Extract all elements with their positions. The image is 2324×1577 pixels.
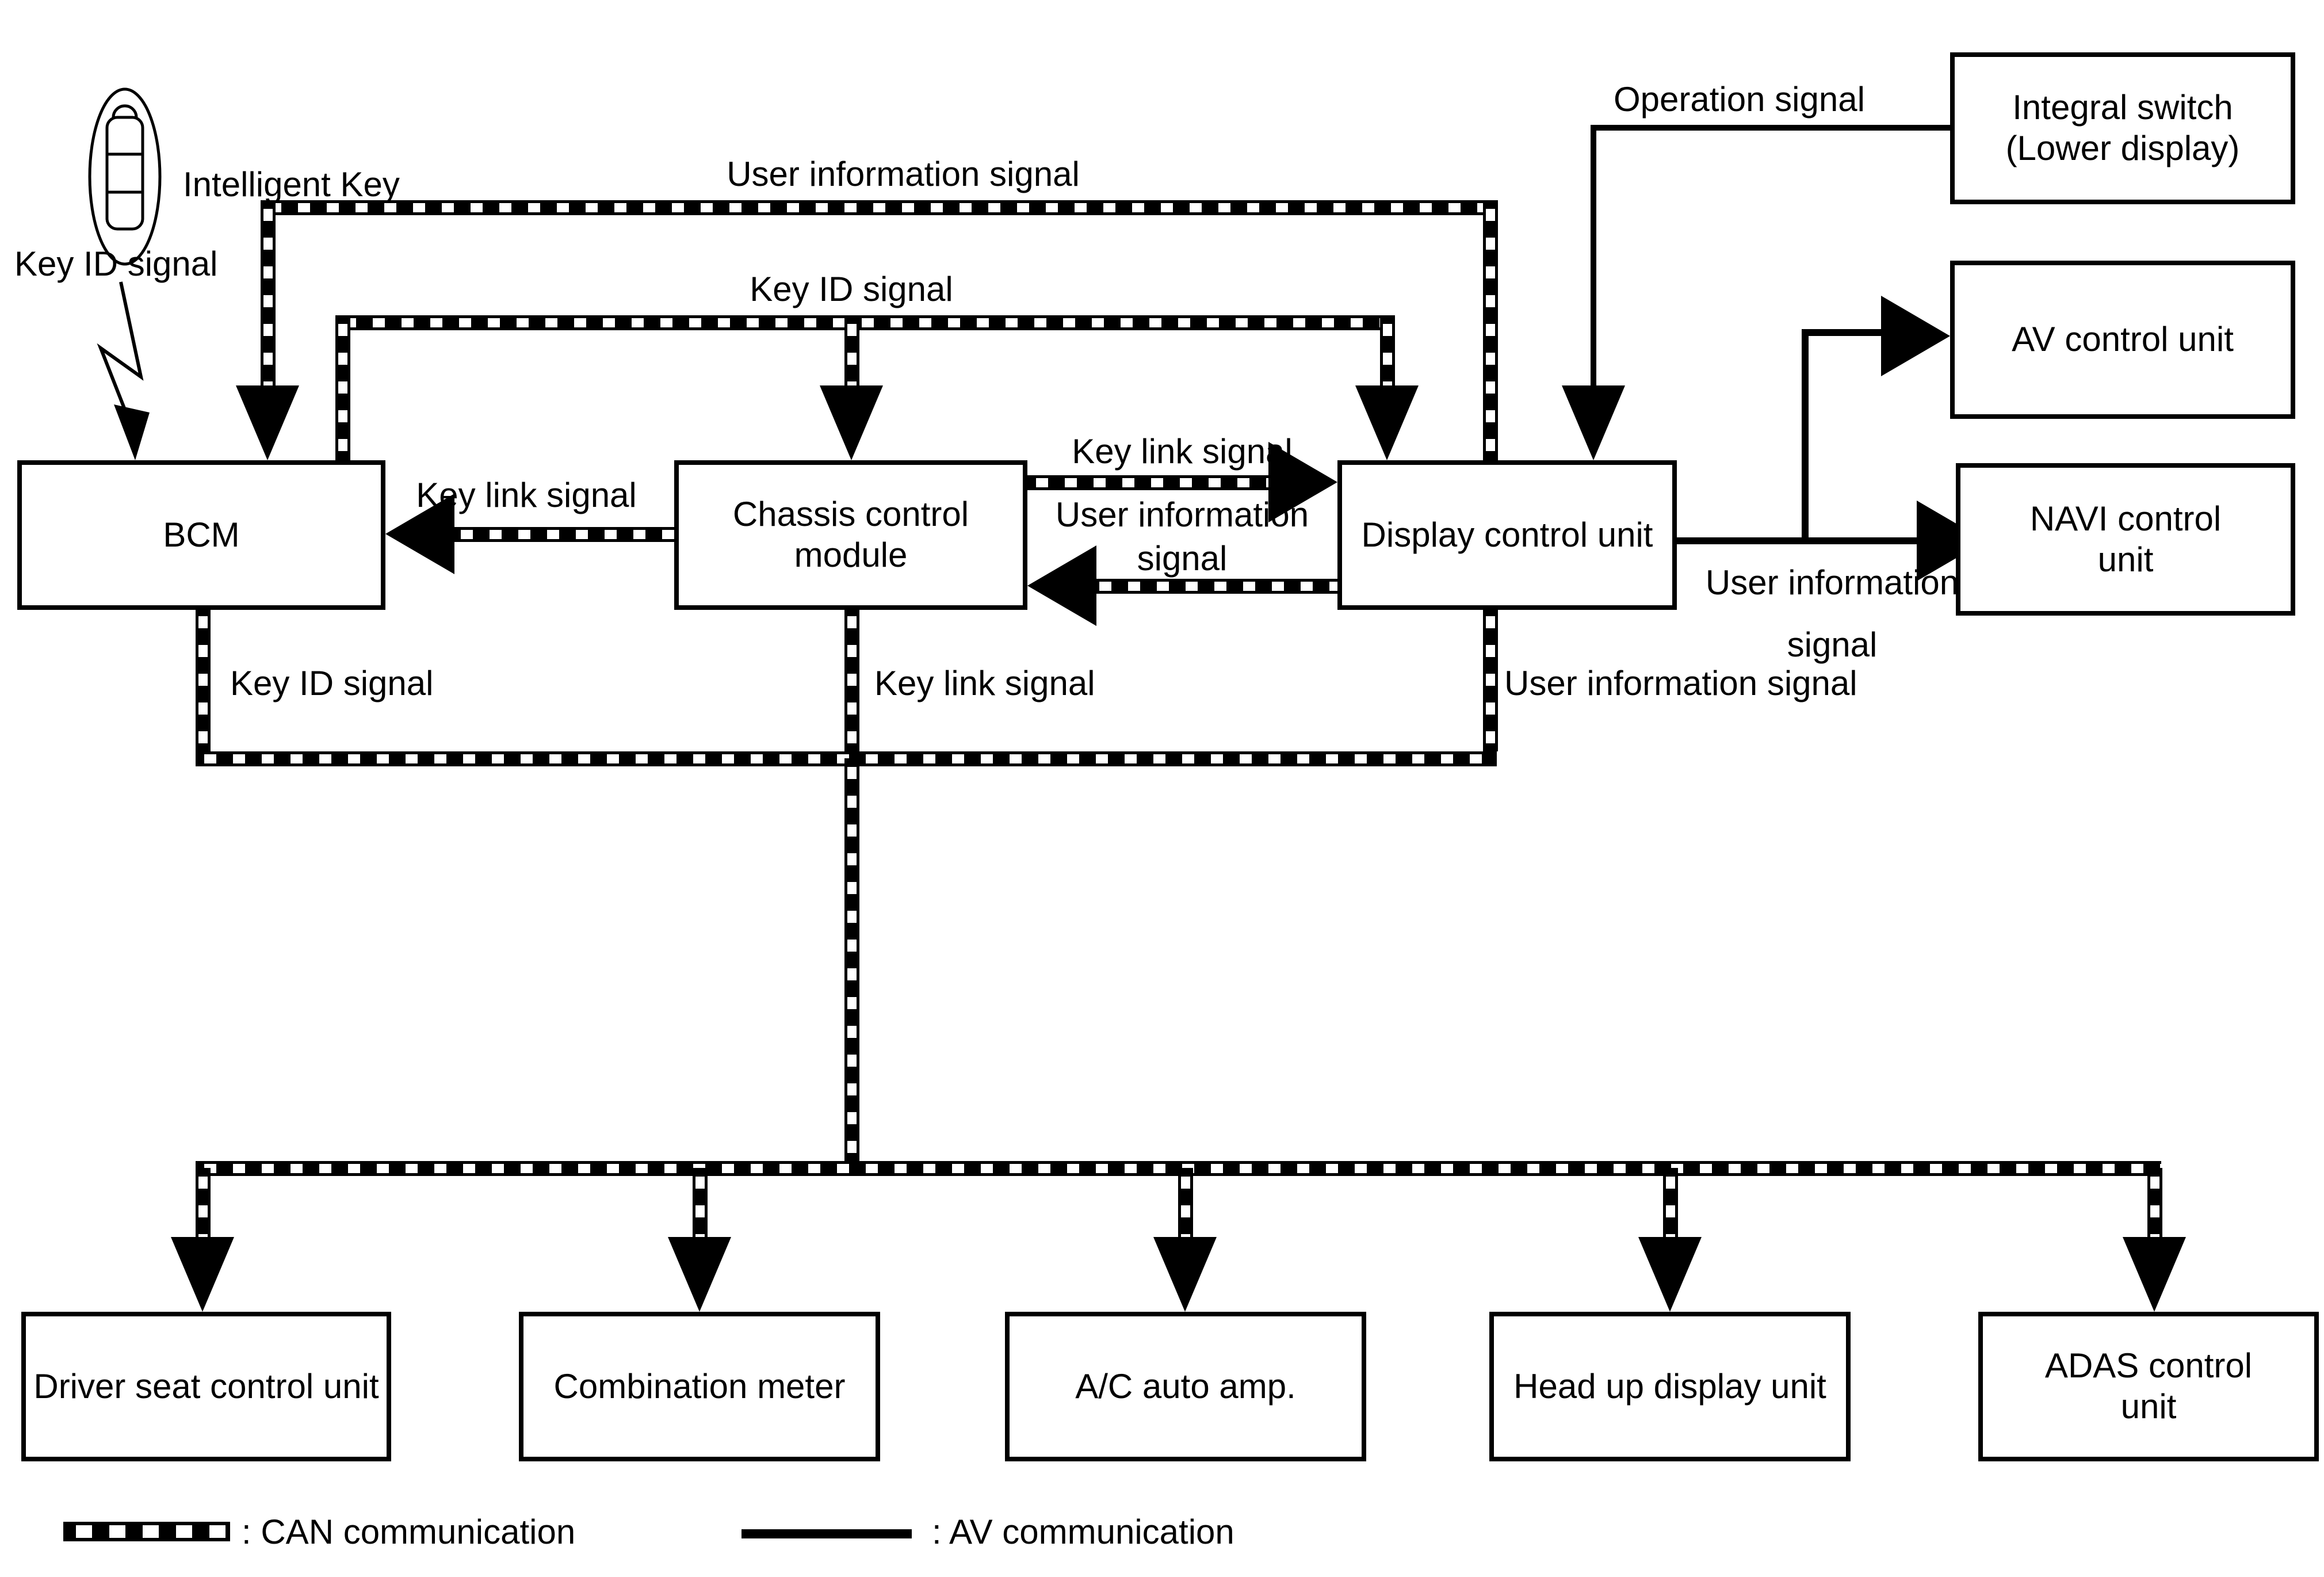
chassis-control-module-box: Chassis control module bbox=[674, 460, 1027, 610]
user-info-right-label-line2: signal bbox=[1787, 625, 1878, 664]
av-line-operation-h bbox=[1591, 125, 1950, 131]
bus-key-id-label: Key ID signal bbox=[230, 664, 434, 702]
key-id-callout-label: Key ID signal bbox=[14, 245, 218, 283]
bus-key-link-label: Key link signal bbox=[874, 664, 1095, 702]
display-box-label: Display control unit bbox=[1361, 515, 1653, 554]
arrow-into-display-operation bbox=[1562, 385, 1625, 460]
can-line-key-id-into-bcm bbox=[335, 315, 350, 460]
operation-signal-label: Operation signal bbox=[1614, 80, 1865, 119]
integral-switch-box: Integral switch (Lower display) bbox=[1950, 52, 2295, 204]
arrow-into-display-key-link bbox=[1268, 442, 1337, 522]
adas-control-unit-box: ADAS control unit bbox=[1978, 1312, 2319, 1461]
arrow-into-chassis-key-id bbox=[820, 385, 883, 460]
user-info-mid-label-line2: signal bbox=[1137, 539, 1228, 578]
navi-box-label-line2: unit bbox=[2097, 540, 2154, 579]
intelligent-key-icon bbox=[88, 87, 162, 266]
av-line-display-to-navi bbox=[1677, 537, 1917, 544]
integral-switch-label-line1: Integral switch bbox=[2012, 88, 2233, 127]
can-drop-long bbox=[844, 758, 859, 1161]
arrow-into-adas bbox=[2123, 1237, 2186, 1312]
ac-auto-amp-box: A/C auto amp. bbox=[1005, 1312, 1366, 1461]
combination-meter-box: Combination meter bbox=[519, 1312, 880, 1461]
can-drop-head-up bbox=[1663, 1168, 1678, 1237]
can-drop-display bbox=[1483, 608, 1498, 751]
arrow-into-chassis-user-info bbox=[1027, 545, 1096, 626]
display-control-unit-box: Display control unit bbox=[1337, 460, 1677, 610]
can-drop-chassis bbox=[844, 608, 859, 751]
arrow-into-combination-meter bbox=[668, 1237, 731, 1312]
navi-box-label-line1: NAVI control bbox=[2029, 499, 2222, 538]
can-drop-adas bbox=[2147, 1168, 2162, 1237]
arrow-into-bcm-key-link bbox=[385, 494, 454, 574]
user-info-right-label-line1: User information bbox=[1705, 563, 1959, 602]
combination-meter-box-label: Combination meter bbox=[553, 1366, 846, 1406]
driver-seat-box-label: Driver seat control unit bbox=[33, 1366, 379, 1406]
ac-auto-amp-box-label: A/C auto amp. bbox=[1075, 1366, 1296, 1406]
legend-av-label: : AV communication bbox=[932, 1513, 1234, 1551]
legend-av-swatch bbox=[741, 1529, 912, 1538]
can-drop-ac-auto-amp bbox=[1178, 1168, 1193, 1237]
can-line-key-id-top bbox=[335, 315, 1394, 330]
key-link-right-label: Key link signal bbox=[1072, 432, 1293, 471]
navi-control-unit-box: NAVI control unit bbox=[1956, 463, 2295, 616]
can-line-user-info-mid bbox=[1091, 579, 1337, 594]
av-line-operation-v bbox=[1591, 125, 1596, 385]
can-line-key-link-left bbox=[452, 527, 674, 542]
user-info-top-label: User information signal bbox=[727, 155, 1080, 193]
arrow-into-display-key-id bbox=[1355, 385, 1419, 460]
key-id-zigzag-arrow bbox=[97, 281, 150, 460]
driver-seat-control-unit-box: Driver seat control unit bbox=[21, 1312, 391, 1461]
bus-user-info-label: User information signal bbox=[1504, 664, 1857, 702]
arrow-into-head-up bbox=[1638, 1237, 1702, 1312]
av-line-branch-up bbox=[1802, 333, 1809, 541]
can-line-user-info-into-display bbox=[1483, 200, 1498, 460]
adas-box-label-line1: ADAS control bbox=[2044, 1346, 2253, 1385]
key-id-top-label: Key ID signal bbox=[750, 270, 953, 308]
head-up-display-unit-box: Head up display unit bbox=[1489, 1312, 1851, 1461]
arrow-into-av bbox=[1881, 296, 1950, 376]
can-drop-driver-seat bbox=[196, 1168, 211, 1237]
can-line-key-link-right bbox=[1027, 475, 1274, 490]
integral-switch-label-line2: (Lower display) bbox=[2005, 129, 2240, 167]
legend-can-label: : CAN communication bbox=[242, 1513, 576, 1551]
legend-can-swatch bbox=[63, 1522, 230, 1541]
arrow-into-ac-auto-amp bbox=[1153, 1237, 1217, 1312]
can-drop-bcm bbox=[196, 608, 211, 751]
can-line-user-info-into-bcm bbox=[261, 200, 276, 385]
bcm-box: BCM bbox=[17, 460, 385, 610]
av-control-unit-box: AV control unit bbox=[1950, 261, 2295, 419]
can-line-user-info-top bbox=[261, 200, 1497, 215]
head-up-box-label: Head up display unit bbox=[1513, 1366, 1826, 1406]
can-line-key-id-into-display bbox=[1380, 315, 1395, 385]
arrow-into-driver-seat bbox=[171, 1237, 234, 1312]
chassis-box-label: Chassis control module bbox=[732, 495, 969, 574]
user-info-mid-label-line1: User information bbox=[1055, 495, 1309, 534]
can-line-key-id-into-chassis bbox=[844, 315, 859, 385]
can-drop-combination-meter bbox=[693, 1168, 708, 1237]
intelligent-key-label: Intelligent Key bbox=[183, 165, 400, 204]
adas-box-label-line2: unit bbox=[2120, 1387, 2177, 1426]
av-box-label: AV control unit bbox=[2012, 320, 2234, 359]
bcm-box-label: BCM bbox=[163, 515, 240, 554]
arrow-into-bcm-user-info bbox=[236, 385, 299, 460]
av-line-branch-to-av bbox=[1802, 329, 1881, 336]
